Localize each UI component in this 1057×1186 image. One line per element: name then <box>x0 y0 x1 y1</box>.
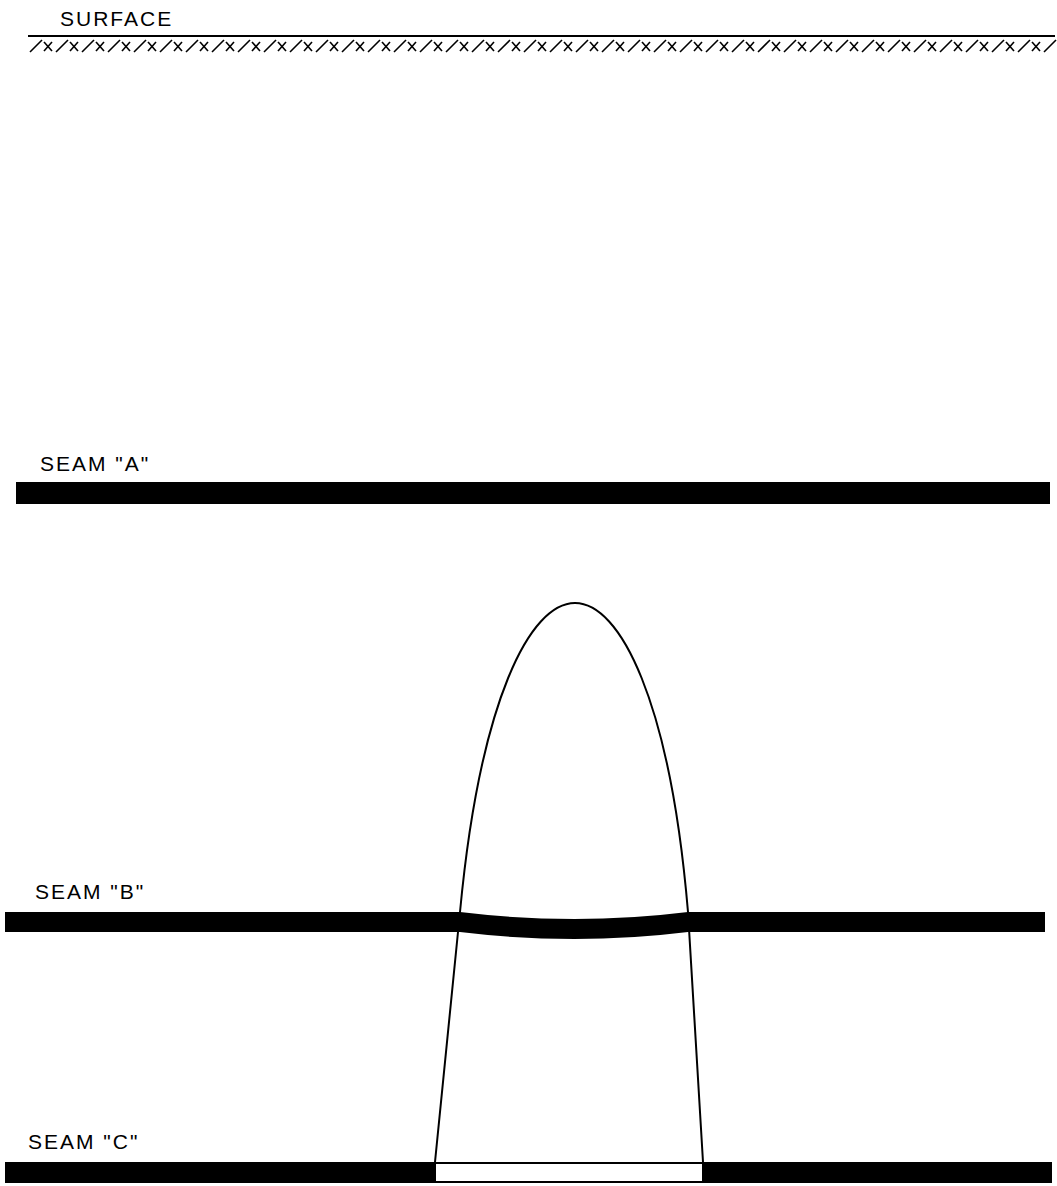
seam-b <box>5 912 1045 939</box>
seam-c-left <box>5 1162 435 1183</box>
seam-c-right <box>703 1162 1052 1183</box>
seam-label: SEAM "B" <box>35 881 145 902</box>
surface-label: SURFACE <box>60 8 173 29</box>
seam-label: SEAM "A" <box>40 453 150 474</box>
fracture-zone-arch <box>435 603 703 1162</box>
surface-line <box>28 35 1055 37</box>
seam-a <box>16 482 1050 504</box>
extracted-panel <box>435 1163 703 1182</box>
ground-hatch <box>30 40 1056 52</box>
seam-label: SEAM "C" <box>28 1131 139 1152</box>
